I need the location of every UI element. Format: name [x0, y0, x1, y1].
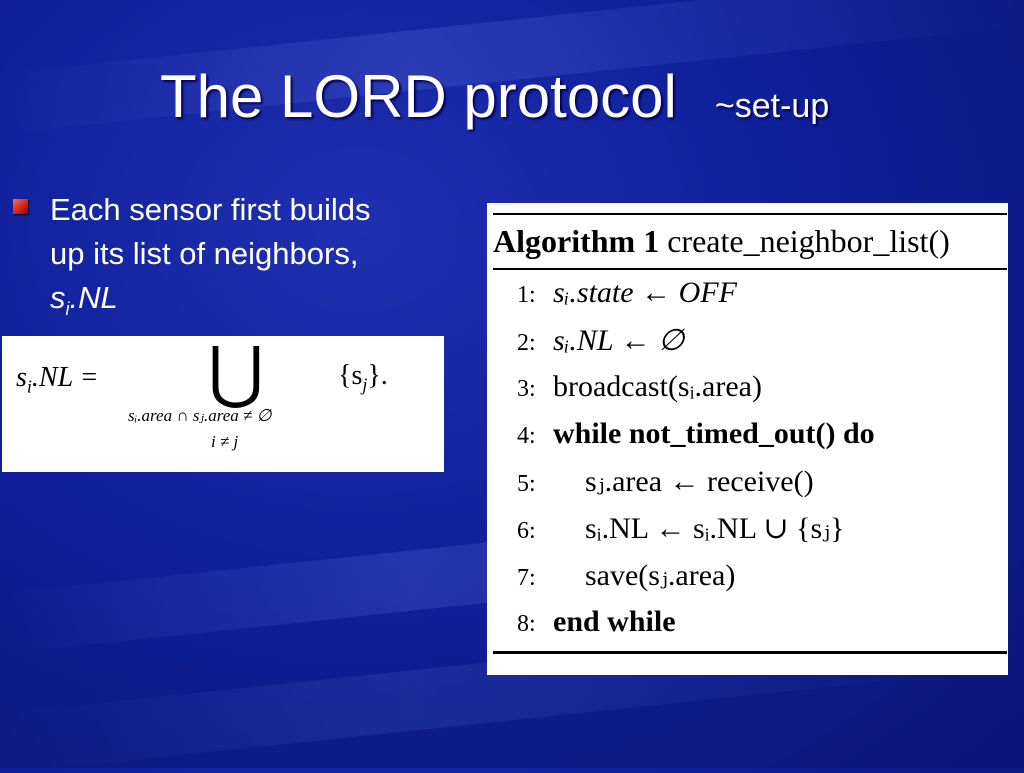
union-condition: sᵢ.area ∩ sⱼ.area ≠ ∅ [128, 406, 272, 425]
title-subtitle: ~set-up [714, 87, 830, 125]
union-symbol: ⋃ [208, 334, 264, 410]
algo-line-6: 6: sᵢ.NL ← sᵢ.NL ∪ {sⱼ} [517, 511, 845, 546]
bullet-text: Each sensor first builds up its list of … [50, 188, 450, 331]
bullet-math-sub: i [65, 299, 70, 320]
algo-bottom-rule [493, 651, 1007, 654]
line-code: sᵢ.NL ← ∅ [553, 324, 685, 357]
algorithm-label: Algorithm 1 [493, 223, 660, 259]
line-code: end while [553, 605, 676, 638]
bullet-line-2: up its list of neighbors, [50, 236, 359, 271]
formula-set-open: {s [338, 360, 363, 391]
formula-set: {sj}. [338, 360, 388, 396]
algo-line-5: 5: sⱼ.area ← receive() [517, 464, 814, 499]
algo-top-rule [493, 213, 1007, 215]
line-number: 1: [517, 282, 536, 308]
title-main: The LORD protocol [160, 63, 677, 130]
neighbor-list-formula: si.NL = ⋃ {sj}. sᵢ.area ∩ sⱼ.area ≠ ∅ i … [2, 336, 444, 472]
algorithm-header: Algorithm 1 create_neighbor_list() [493, 223, 950, 260]
formula-set-close: }. [367, 360, 388, 391]
line-number: 7: [517, 565, 536, 591]
bullet-math-rest: .NL [69, 280, 118, 315]
line-code: sᵢ.state ← OFF [553, 276, 737, 309]
algo-line-3: 3: broadcast(sᵢ.area) [517, 370, 762, 404]
line-code: save(sⱼ.area) [585, 559, 736, 592]
algo-line-8: 8: end while [517, 605, 676, 639]
formula-lhs-sub: i [26, 376, 32, 397]
algo-line-4: 4: while not_timed_out() do [517, 417, 875, 451]
line-number: 4: [517, 423, 536, 449]
line-code: sᵢ.NL ← sᵢ.NL ∪ {sⱼ} [585, 512, 845, 545]
line-number: 2: [517, 330, 536, 356]
line-number: 6: [517, 518, 536, 544]
bullet-square-icon [13, 199, 28, 214]
bullet-line-1: Each sensor first builds [50, 192, 371, 227]
algo-header-rule [493, 268, 1007, 270]
formula-lhs-rest: .NL = [31, 362, 99, 393]
formula-lhs: si.NL = [16, 362, 99, 398]
line-code: sⱼ.area ← receive() [585, 465, 814, 498]
line-code: while not_timed_out() do [553, 417, 875, 450]
algorithm-name: create_neighbor_list() [667, 223, 950, 259]
slide-title: The LORD protocol ~set-up [160, 62, 829, 131]
formula-lhs-var: s [16, 362, 27, 393]
bullet-math-var: s [50, 280, 66, 315]
line-number: 5: [517, 471, 536, 497]
line-number: 3: [517, 376, 536, 402]
line-number: 8: [517, 611, 536, 637]
algo-line-2: 2: sᵢ.NL ← ∅ [517, 323, 684, 358]
union-index-condition: i ≠ j [211, 432, 239, 451]
line-code: broadcast(sᵢ.area) [553, 370, 762, 403]
algo-line-1: 1: sᵢ.state ← OFF [517, 276, 737, 310]
bullet-math: si.NL [50, 276, 450, 331]
formula-set-sub: j [362, 374, 368, 395]
algorithm-box: Algorithm 1 create_neighbor_list() 1: sᵢ.… [487, 203, 1008, 675]
algo-line-7: 7: save(sⱼ.area) [517, 558, 736, 593]
